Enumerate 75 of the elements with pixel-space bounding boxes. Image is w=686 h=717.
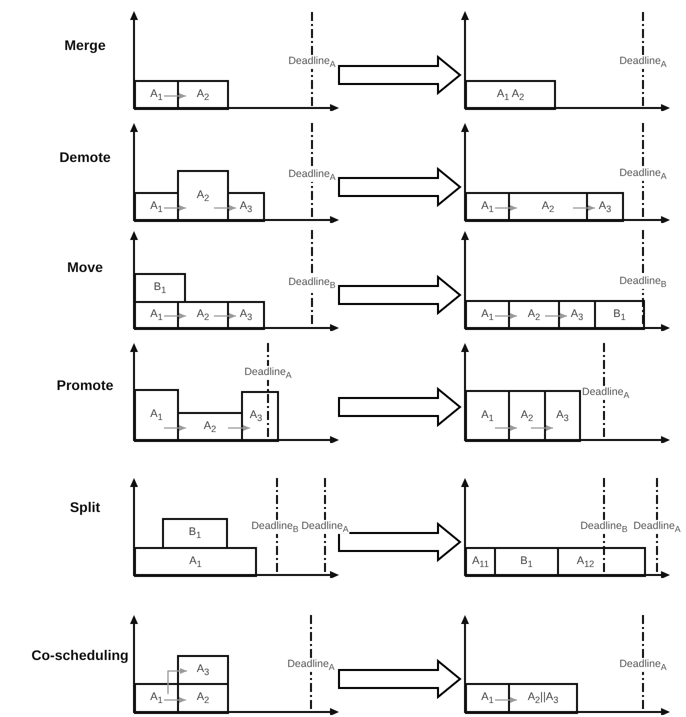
row-label: Merge [64, 37, 106, 53]
deadline-label: Deadline$_{A}$ [300, 520, 350, 534]
task-box: A$_{12}$ [557, 547, 646, 577]
task-box: A$_{3}$ [177, 655, 229, 685]
arrow [164, 93, 186, 99]
block-arrow [338, 522, 462, 562]
block-arrow [338, 54, 462, 96]
task-box: A$_{1}$ [465, 300, 510, 330]
deadline-label: Deadline$_{B}$ [250, 520, 300, 534]
task-box: A$_{1}$ [134, 683, 179, 714]
row-label: Promote [56, 377, 114, 393]
arrow [495, 697, 517, 703]
task-box: A$_{2}$ [508, 300, 560, 330]
task-box: A$_{2}$ [177, 80, 229, 110]
deadline-label: Deadline$_{A}$ [618, 166, 668, 182]
task-box: B$_{1}$ [594, 300, 645, 330]
task-box: A$_{2}$ [177, 683, 229, 714]
deadline-label: Deadline$_{A}$ [581, 386, 630, 400]
arrow [228, 425, 250, 431]
task-box: A$_{2}$ [508, 192, 588, 222]
arrow [495, 425, 517, 431]
deadline-label: Deadline$_{A}$ [243, 366, 293, 380]
task-box: A$_{3}$ [227, 192, 265, 222]
task-box: A$_{2}$ [177, 412, 243, 442]
deadline-label: Deadline$_{A}$ [618, 658, 668, 672]
task-box: A$_{3}$ [227, 301, 265, 330]
task-box: A$_{3}$ [544, 390, 581, 442]
task-box: B$_{1}$ [134, 273, 186, 303]
deadline-label: Deadline$_{B}$ [618, 274, 668, 290]
task-box: A$_{2}$||A$_{3}$ [508, 683, 578, 714]
arrow [214, 313, 236, 319]
task-box: A$_{2}$ [177, 170, 229, 222]
task-box: B$_{1}$ [162, 518, 228, 549]
arrow [164, 205, 186, 211]
task-box: A$_{2}$ [508, 390, 546, 442]
row-label: Move [67, 259, 103, 275]
task-box: B$_{1}$ [494, 547, 559, 577]
task-box: A$_{1}$ [134, 547, 257, 577]
deadline-label: Deadline$_{B}$ [287, 276, 337, 290]
task-box: A$_{1}$ [465, 192, 510, 222]
task-box: A$_{1}$ [134, 301, 179, 330]
task-box: A$_{3}$ [586, 192, 624, 222]
arrow [167, 668, 187, 694]
arrow [495, 313, 517, 319]
task-box: A$_{11}$ [465, 547, 496, 577]
row-label: Demote [59, 149, 111, 165]
deadline-label: Deadline$_{A}$ [618, 54, 668, 70]
arrow [545, 313, 567, 319]
task-box: A$_{1}$ A$_{2}$ [465, 80, 556, 110]
block-arrow [338, 166, 462, 208]
arrow [531, 425, 553, 431]
deadline-label: Deadline$_{A}$ [287, 54, 337, 70]
task-box: A$_{1}$ [134, 192, 179, 222]
deadline-label: Deadline$_{A}$ [632, 520, 682, 534]
block-arrow [338, 386, 462, 428]
arrow [164, 313, 186, 319]
row-label: Split [70, 499, 100, 515]
task-box: A$_{1}$ [134, 80, 179, 110]
task-box: A$_{3}$ [558, 300, 596, 330]
task-box: A$_{2}$ [177, 301, 229, 330]
task-box: A$_{1}$ [465, 390, 510, 442]
block-arrow [338, 658, 462, 700]
block-arrow [338, 274, 462, 316]
task-box: A$_{3}$ [241, 391, 279, 442]
deadline-label: Deadline$_{B}$ [579, 520, 629, 534]
arrow [164, 697, 186, 703]
arrow [214, 205, 236, 211]
task-box: A$_{1}$ [134, 389, 179, 442]
row-label: Co-scheduling [31, 647, 129, 663]
task-box: A$_{1}$ [465, 683, 510, 714]
arrow [573, 205, 595, 211]
deadline-label: Deadline$_{A}$ [286, 658, 336, 672]
arrow [164, 425, 186, 431]
deadline-label: Deadline$_{A}$ [287, 168, 337, 182]
arrow [495, 205, 517, 211]
